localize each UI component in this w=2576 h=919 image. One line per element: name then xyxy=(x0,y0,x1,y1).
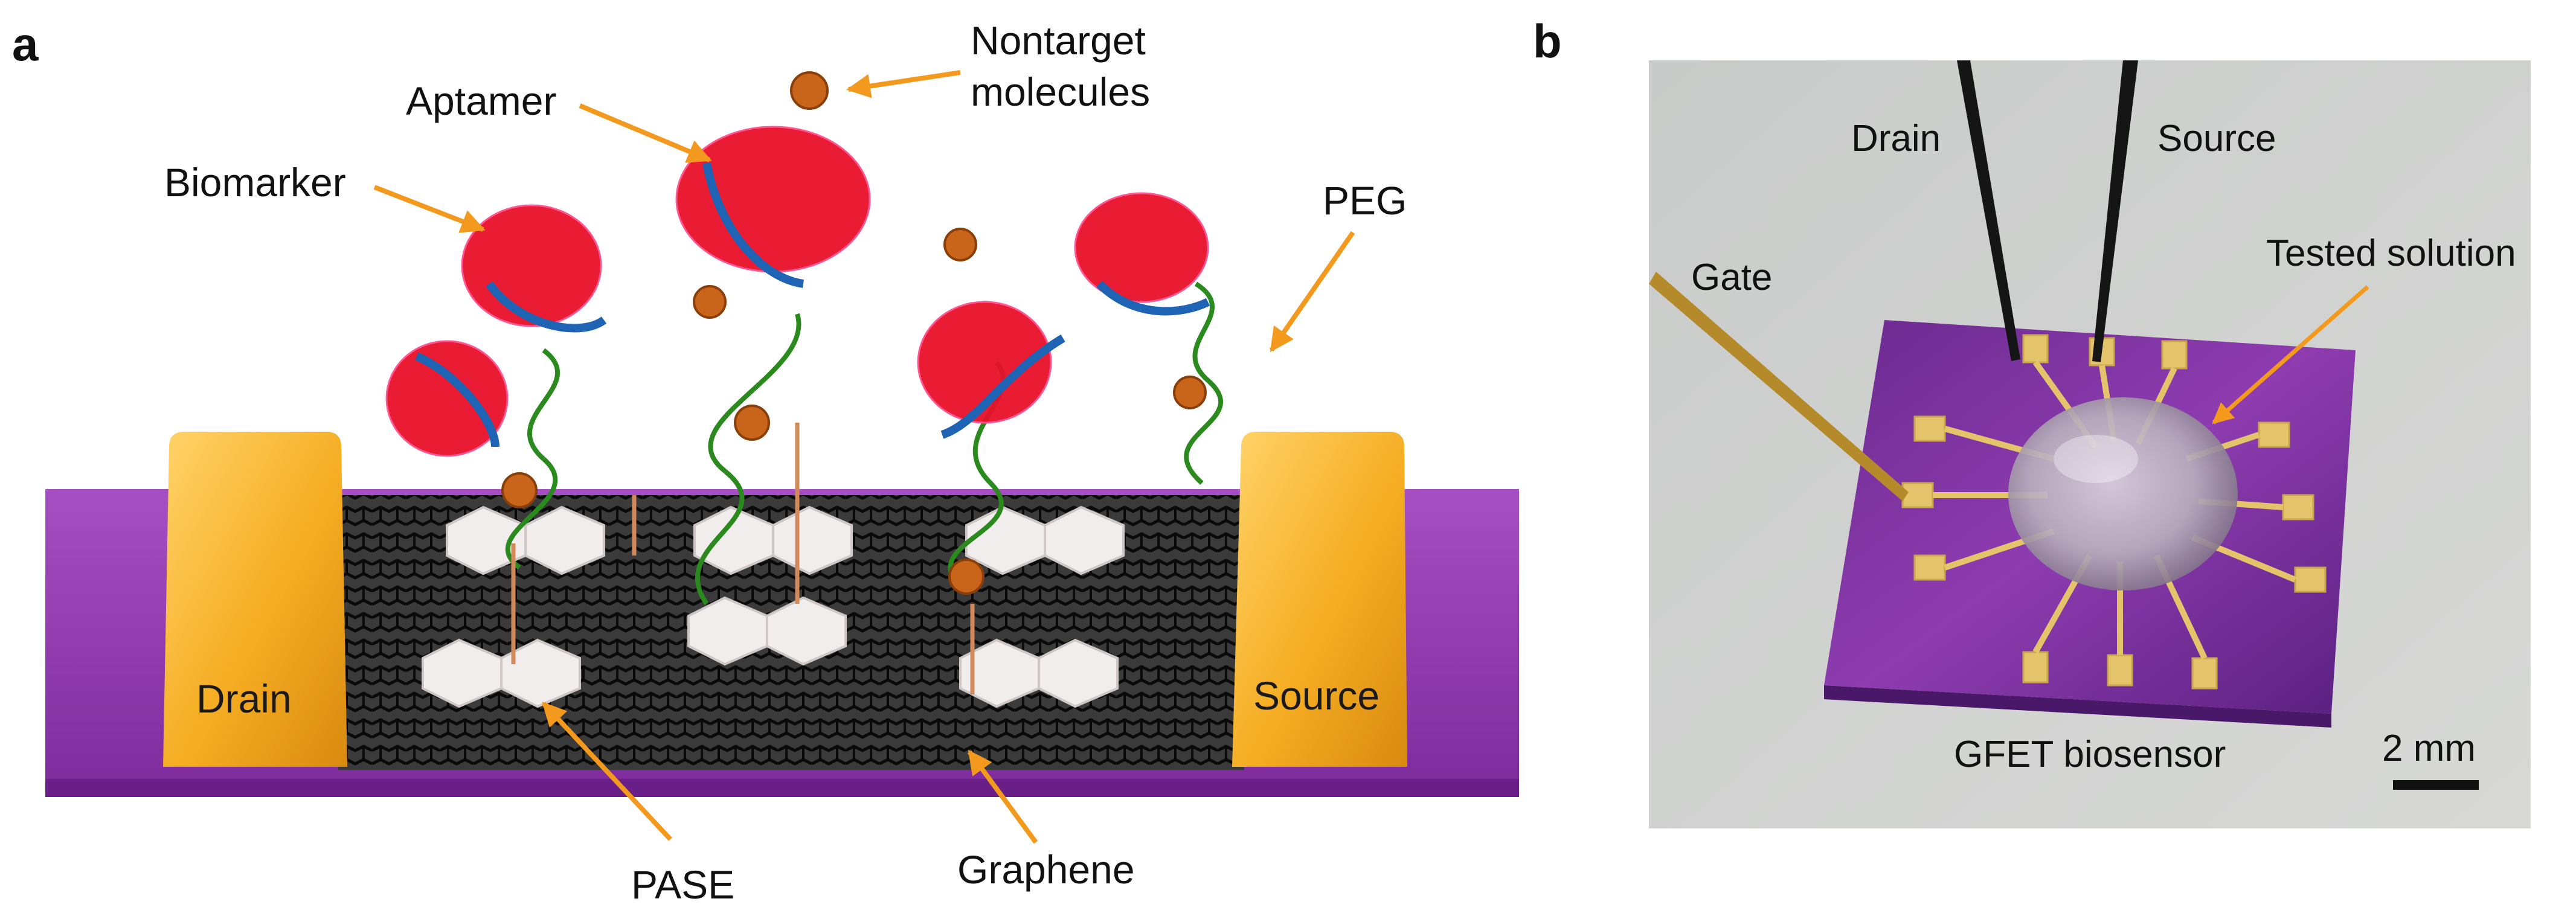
label-nontarget: Nontarget molecules xyxy=(971,18,1150,114)
tested-solution-arrow xyxy=(2212,285,2369,424)
pase-arrow xyxy=(542,702,672,841)
nontarget-molecules xyxy=(501,71,1207,595)
source-probe xyxy=(2092,60,2138,362)
aptamer-ribbons xyxy=(415,162,1210,447)
pase-molecules xyxy=(422,505,1125,708)
callout-arrows-a xyxy=(373,70,1355,844)
source-electrode: Source xyxy=(1232,432,1407,767)
peg-label: PEG xyxy=(1323,178,1407,223)
aptamer-label: Aptamer xyxy=(406,78,556,123)
scale-bar-label: 2 mm xyxy=(2382,728,2476,769)
pase-linkers xyxy=(511,423,975,694)
drain-probe xyxy=(1957,60,2020,361)
panel-a-letter: a xyxy=(12,18,39,71)
pase-label: PASE xyxy=(631,862,734,907)
biomarker-proteins xyxy=(385,126,1209,457)
drain-label-a: Drain xyxy=(196,676,292,721)
drain-electrode: Drain xyxy=(163,432,347,767)
panel-b-letter: b xyxy=(1533,14,1562,68)
drain-label-b: Drain xyxy=(1851,118,1941,159)
nontarget-arrow xyxy=(846,70,961,98)
biomarker-arrow xyxy=(373,185,486,233)
scale-bar xyxy=(2393,780,2479,790)
gate-label: Gate xyxy=(1691,257,1772,298)
graphene-label: Graphene xyxy=(957,847,1135,892)
peg-arrow xyxy=(1269,231,1355,353)
gate-probe xyxy=(1649,272,1909,501)
tested-solution-label: Tested solution xyxy=(2266,232,2516,274)
biomarker-label: Biomarker xyxy=(164,160,346,205)
panel-b: b xyxy=(1533,14,2531,828)
probes xyxy=(1649,60,2138,501)
nontarget-label-line2: molecules xyxy=(971,69,1150,114)
source-label-a: Source xyxy=(1253,673,1380,718)
device-label: GFET biosensor xyxy=(1954,734,2226,775)
solution-droplet xyxy=(2008,397,2238,591)
panel-a: a Drain xyxy=(12,18,1519,907)
aptamer-arrow xyxy=(579,103,712,163)
gfet-chip xyxy=(1824,320,2356,728)
graphene-arrow xyxy=(967,749,1038,844)
nontarget-label-line1: Nontarget xyxy=(971,18,1146,63)
source-label-b: Source xyxy=(2157,118,2276,159)
